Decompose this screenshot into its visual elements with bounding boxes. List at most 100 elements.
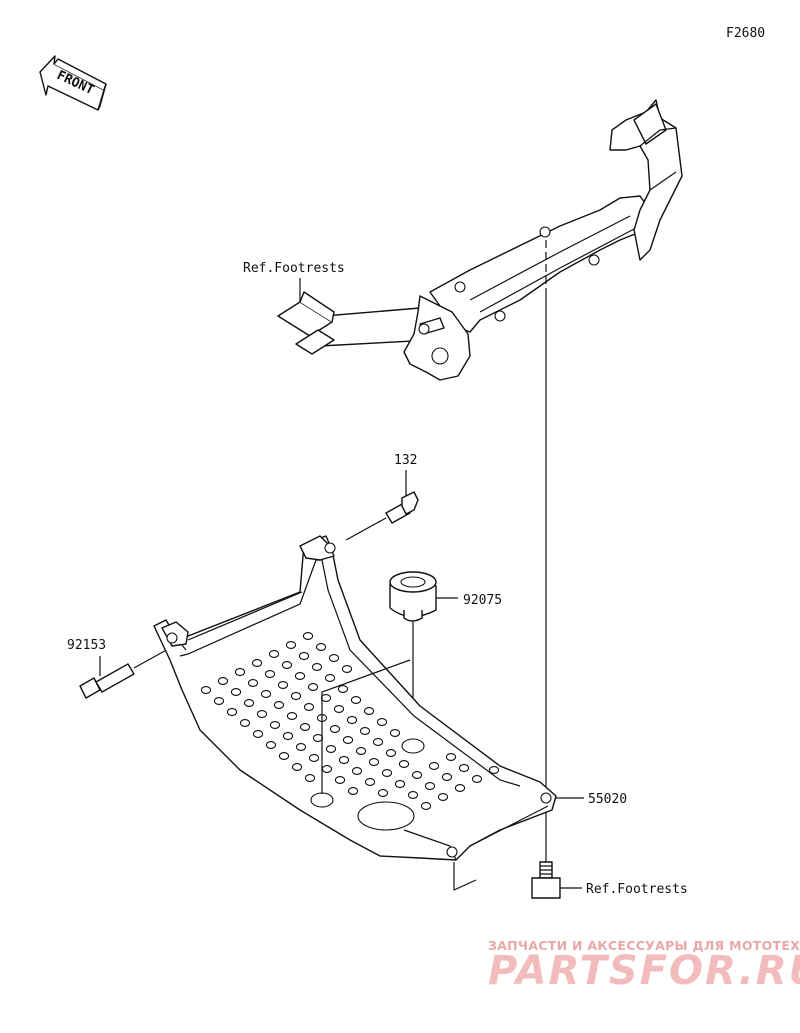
perforation-hole [337, 685, 349, 693]
perforation-hole [299, 723, 311, 731]
perforation-hole [290, 692, 302, 700]
ref-footrests-label-bottom: Ref.Footrests [586, 882, 688, 897]
perforation-hole [341, 665, 353, 673]
perforation-hole [350, 696, 362, 704]
perforation-hole [407, 791, 419, 799]
bottom-bolt-icon [531, 861, 561, 899]
perforation-hole [334, 776, 346, 784]
perforation-hole [411, 771, 423, 779]
footrest-frame [277, 99, 683, 381]
perforation-hole [217, 677, 229, 685]
perforation-hole [325, 745, 337, 753]
perforation-hole [311, 663, 323, 671]
perforation-hole [295, 743, 307, 751]
perforation-hole [376, 718, 388, 726]
perforation-hole [321, 765, 333, 773]
perforation-hole [269, 721, 281, 729]
perforation-hole [428, 762, 440, 770]
alignment-line-tube [187, 591, 303, 641]
perforation-hole [368, 758, 380, 766]
perforation-hole [304, 774, 316, 782]
perforation-hole [458, 764, 470, 772]
perforation-hole [346, 716, 358, 724]
ref-footrests-label-top: Ref.Footrests [243, 261, 345, 276]
perforation-hole [342, 736, 354, 744]
perforation-hole [338, 756, 350, 764]
perforation-hole [454, 784, 466, 792]
perforation-hole [328, 654, 340, 662]
perforation-hole [286, 712, 298, 720]
perforation-hole [488, 766, 500, 774]
perforation-hole [385, 749, 397, 757]
perforation-hole [355, 747, 367, 755]
perforation-hole [307, 683, 319, 691]
spacer-92075-icon [389, 571, 437, 622]
perforation-hole [264, 670, 276, 678]
perforation-hole [324, 674, 336, 682]
perforation-hole [243, 699, 255, 707]
perforation-hole [247, 679, 259, 687]
perforation-hole [213, 697, 225, 705]
perforation-hole [298, 652, 310, 660]
perforation-hole [265, 741, 277, 749]
perforation-hole [260, 690, 272, 698]
perforation-hole [320, 694, 332, 702]
watermark-brand: PARTSFOR.RU [488, 948, 800, 994]
perforation-hole [252, 730, 264, 738]
perforation-hole [277, 681, 289, 689]
perforation-hole [420, 802, 432, 810]
perforation-hole [234, 668, 246, 676]
part-number-92075: 92075 [463, 593, 502, 608]
perforation-hole [364, 778, 376, 786]
skid-plate-55020 [153, 535, 557, 861]
perforation-hole [268, 650, 280, 658]
perforation-hole [377, 789, 389, 797]
part-number-132: 132 [394, 453, 417, 468]
perforation-hole [359, 727, 371, 735]
perforation-hole [278, 752, 290, 760]
diagram-id: F2680 [726, 26, 765, 41]
perforation-hole [273, 701, 285, 709]
perforation-hole [308, 754, 320, 762]
perforation-hole [302, 632, 314, 640]
part-number-92153: 92153 [67, 638, 106, 653]
perforation-hole [372, 738, 384, 746]
perforation-hole [294, 672, 306, 680]
part-number-55020: 55020 [588, 792, 627, 807]
bolt-92153-icon [79, 663, 135, 699]
perforation-hole [363, 707, 375, 715]
perforation-hole [200, 686, 212, 694]
perforation-hole [315, 643, 327, 651]
perforation-hole [291, 763, 303, 771]
perforation-hole [281, 661, 293, 669]
perforation-hole [445, 753, 457, 761]
watermark-tagline: ЗАПЧАСТИ И АКСЕССУАРЫ ДЛЯ МОТОТЕХНИКИ [488, 938, 800, 953]
alignment-line-left [321, 659, 411, 794]
perforation-hole [471, 775, 483, 783]
perforation-hole [389, 729, 401, 737]
perforation-hole [285, 641, 297, 649]
perforation-hole [351, 767, 363, 775]
perforation-hole [312, 734, 324, 742]
perforation-hole [424, 782, 436, 790]
alignment-line-rear [453, 862, 477, 891]
perforation-hole [303, 703, 315, 711]
perforation-hole [251, 659, 263, 667]
perforation-hole [437, 793, 449, 801]
alignment-line-132 [345, 517, 387, 541]
bolt-132-icon [385, 491, 419, 524]
perforation-hole [329, 725, 341, 733]
perforation-hole [333, 705, 345, 713]
alignment-line-92153 [133, 647, 171, 669]
perforation-hole [394, 780, 406, 788]
perforation-holes [200, 632, 500, 810]
perforation-hole [347, 787, 359, 795]
perforation-hole [230, 688, 242, 696]
perforation-hole [282, 732, 294, 740]
perforation-hole [381, 769, 393, 777]
perforation-hole [398, 760, 410, 768]
perforation-hole [226, 708, 238, 716]
perforation-hole [441, 773, 453, 781]
perforation-hole [239, 719, 251, 727]
